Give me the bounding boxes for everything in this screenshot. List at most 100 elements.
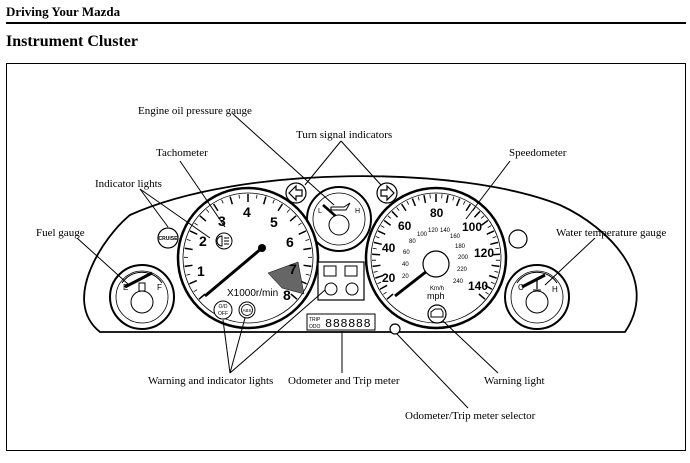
dial-tick [373, 271, 378, 273]
thermometer-icon [533, 279, 541, 291]
speedo-ticks [372, 194, 500, 300]
callout-tachometer: Tachometer [156, 147, 208, 159]
dial-tick [206, 209, 210, 213]
tach-num-1: 1 [197, 263, 205, 279]
fuel-e-label: E [123, 283, 128, 292]
dial-tick [465, 203, 472, 212]
speedo-mph-20: 20 [382, 271, 396, 285]
tachometer: 1 2 3 4 5 6 7 8 X1000r/min [176, 186, 320, 330]
dial-tick [462, 200, 466, 205]
dial-tick [375, 274, 384, 279]
dial-tick [262, 196, 267, 205]
speedo-kmh-60: 60 [403, 250, 410, 256]
speedo-kmh-140: 140 [440, 228, 451, 234]
dial-tick [303, 247, 312, 251]
dial-tick [372, 264, 381, 268]
dial-tick [488, 274, 497, 279]
speedo-mph-40: 40 [382, 241, 396, 255]
dial-tick [380, 225, 385, 228]
dial-tick [305, 273, 310, 276]
dial-tick [383, 219, 392, 226]
dial-tick [189, 279, 198, 285]
dial-tick [423, 194, 427, 204]
callout-indicator-lights: Indicator lights [95, 178, 162, 190]
dial-tick [290, 293, 298, 300]
dial-tick [452, 196, 455, 201]
dial-tick [490, 241, 499, 246]
dial-tick [487, 225, 492, 228]
speedometer: 20 40 60 80 100 120 140 20 40 60 80 100 … [364, 186, 508, 330]
dial-tick [212, 203, 219, 212]
speedo-unit-mph: mph [427, 291, 445, 301]
turn-signal-right-icon [376, 182, 398, 204]
cruise-label: CRUISE [159, 236, 179, 242]
cruise-indicator: CRUISE [157, 227, 179, 249]
dial-tick [400, 203, 407, 212]
dial-tick [272, 199, 275, 204]
dial-tick [189, 230, 198, 236]
speedo-kmh-200: 200 [458, 255, 469, 261]
tach-num-5: 5 [270, 214, 278, 230]
water-temp-gauge: C H [504, 264, 570, 330]
speedo-mph-140: 140 [468, 279, 488, 293]
oil-can-icon [330, 202, 351, 211]
dial-tick [186, 239, 191, 241]
dial-tick [184, 264, 193, 268]
speedo-mph-60: 60 [398, 219, 412, 233]
speedo-kmh-160: 160 [450, 234, 461, 240]
dial-tick [484, 284, 493, 290]
tach-num-6: 6 [286, 234, 294, 250]
od-off-line1: O/D [219, 304, 228, 310]
tach-num-7: 7 [289, 261, 297, 277]
tach-redzone [267, 261, 305, 295]
odometer-odo-label: ODO [309, 324, 321, 330]
temp-c-label: C [518, 283, 524, 292]
callout-warning-indicator: Warning and indicator lights [148, 375, 273, 387]
dial-tick [256, 194, 258, 199]
dial-tick [396, 207, 400, 211]
brake-warning-icon [324, 282, 338, 296]
tach-num-2: 2 [199, 233, 207, 249]
fuel-gauge: E F [109, 264, 175, 330]
dial-tick [277, 203, 284, 212]
speedo-kmh-40: 40 [402, 262, 409, 268]
speedo-kmh-120: 120 [428, 228, 439, 234]
odo-selector-knob [389, 323, 401, 335]
speedo-mph-100: 100 [462, 220, 482, 234]
dial-tick [486, 230, 495, 236]
dial-tick [490, 281, 495, 285]
figure-frame [6, 63, 686, 451]
section-header: Driving Your Mazda [6, 4, 121, 19]
dial-tick [199, 215, 207, 222]
tach-ticks [183, 194, 313, 300]
dial-tick [480, 215, 485, 219]
callout-turn-signal: Turn signal indicators [296, 129, 392, 141]
dial-tick [186, 273, 191, 276]
dial-tick [305, 239, 310, 241]
dial-tick [238, 194, 240, 199]
speedo-mph-120: 120 [474, 246, 494, 260]
dial-tick [221, 199, 224, 204]
dial-tick [417, 196, 420, 201]
dial-tick [298, 222, 302, 226]
dial-tick [229, 196, 234, 205]
charge-warning-icon [323, 265, 337, 277]
callout-water-temp: Water temperature gauge [556, 227, 666, 239]
speedo-unit-kmh: Km/h [430, 286, 444, 292]
speedo-kmh-80: 80 [409, 239, 416, 245]
dial-tick [373, 241, 382, 246]
tach-num-4: 4 [243, 204, 251, 220]
leader-lines [76, 113, 596, 409]
dial-tick [379, 284, 388, 290]
dial-tick [455, 198, 461, 207]
dial-tick [406, 200, 410, 205]
dial-tick [298, 230, 307, 236]
abs-label: ABS [242, 308, 251, 313]
oil-l-label: L [318, 208, 322, 215]
seatbelt-warning-icon [344, 265, 358, 277]
od-off-indicator: O/D OFF [213, 300, 233, 320]
tach-unit: X1000r/min [227, 288, 278, 299]
speedo-kmh-220: 220 [457, 267, 468, 273]
dial-tick [478, 293, 486, 300]
